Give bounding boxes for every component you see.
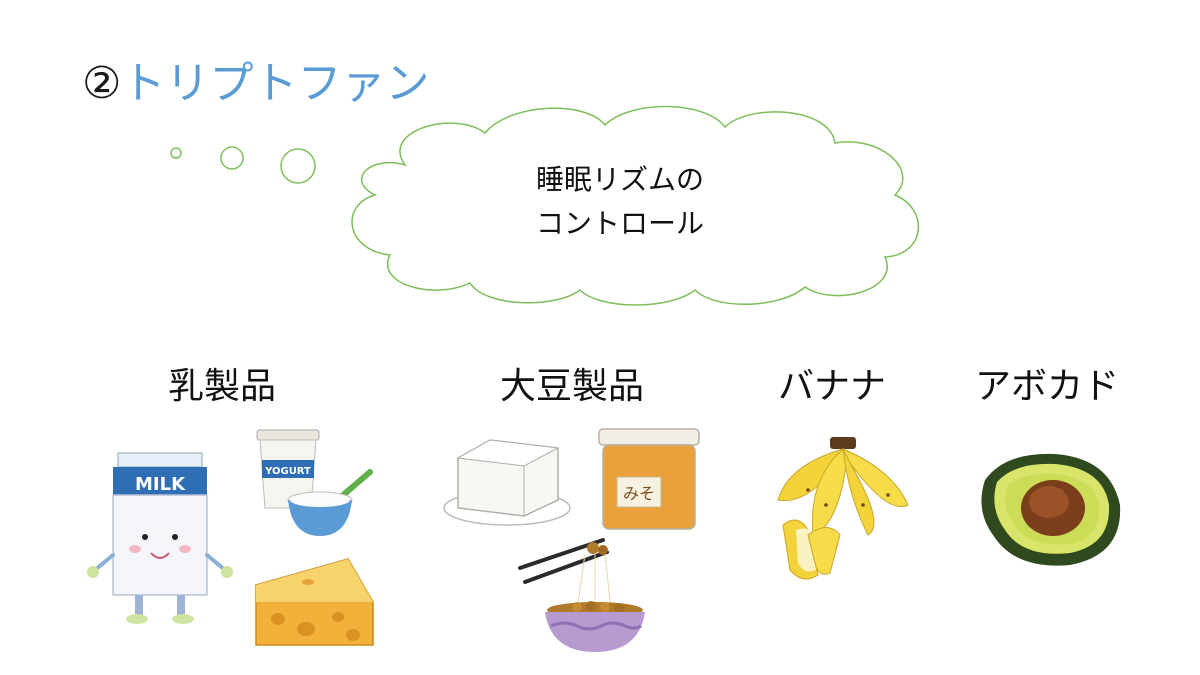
yogurt-illustration: YOGURT <box>256 429 373 536</box>
title-number: ② <box>82 58 122 109</box>
natto-illustration <box>518 538 645 652</box>
milk-label: MILK <box>135 474 186 495</box>
category-banana: バナナ <box>778 366 887 407</box>
miso-illustration: みそ <box>598 428 700 530</box>
thought-dots <box>170 146 316 184</box>
banana-illustration <box>777 437 909 580</box>
cheese-illustration <box>255 558 374 646</box>
yogurt-label: YOGURT <box>264 466 311 477</box>
slide-title: ②トリプトファン <box>82 58 429 110</box>
cloud-line-2: コントロール <box>535 207 704 240</box>
category-soy: 大豆製品 <box>500 366 645 407</box>
avocado-illustration <box>981 453 1121 566</box>
cloud-text: 睡眠リズムの コントロール <box>470 158 770 246</box>
thought-cloud <box>351 105 920 306</box>
tofu-illustration <box>443 439 571 526</box>
category-dairy: 乳製品 <box>168 366 277 407</box>
miso-label: みそ <box>623 484 655 503</box>
title-name: トリプトファン <box>121 58 430 109</box>
category-avocado: アボカド <box>975 366 1120 407</box>
milk-carton-illustration: MILK <box>87 452 233 624</box>
cloud-line-1: 睡眠リズムの <box>535 163 704 196</box>
